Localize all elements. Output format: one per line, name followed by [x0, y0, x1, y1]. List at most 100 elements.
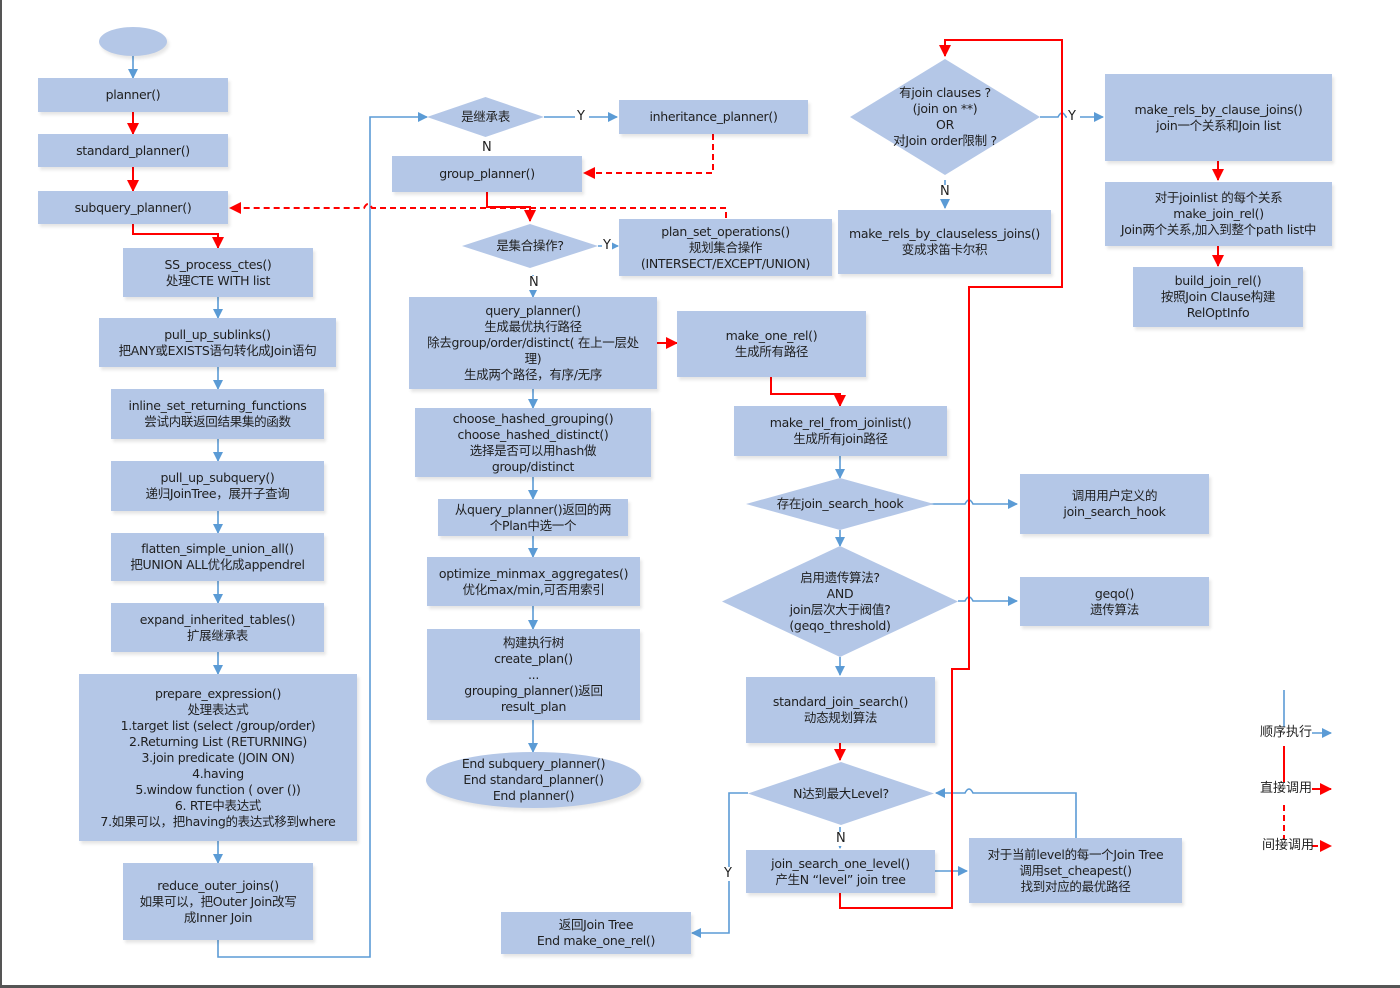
- reduce-outer-joins-node: reduce_outer_joins()如果可以，把Outer Join改写成I…: [123, 863, 313, 940]
- make-one-rel-node: make_one_rel()生成所有路径: [677, 311, 866, 377]
- node-text-line: AND: [826, 585, 854, 601]
- node-text-line: plan_set_operations(): [661, 223, 790, 239]
- node-text-line: 遗传算法: [1090, 601, 1139, 617]
- arrow-hook-to-userhook: [930, 499, 1018, 509]
- arrow-maxlevel-yes-to-return: [691, 792, 748, 938]
- subquery-planner-node: subquery_planner(): [38, 191, 228, 224]
- node-text-line: 返回Join Tree: [558, 917, 634, 932]
- node-text-line: 启用遗传算法?: [800, 569, 880, 585]
- node-text-line: build_join_rel(): [1174, 273, 1262, 288]
- edge-label-setop-yes: Y: [602, 238, 612, 253]
- node-text-line: 处理表达式: [187, 701, 249, 717]
- node-text-line: optimize_minmax_aggregates(): [438, 565, 629, 581]
- node-text-line: 动态规划算法: [803, 710, 878, 725]
- node-text-line: 优化max/min,可否用索引: [462, 581, 605, 597]
- geqo-node: geqo()遗传算法: [1020, 577, 1209, 626]
- node-text-line: Join两个关系,加入到整个path list中: [1120, 222, 1317, 237]
- call-onelevel-to-joinclauses: [839, 39, 1063, 909]
- make-rels-by-clauseless-joins-node: make_rels_by_clauseless_joins()变成求笛卡尔积: [838, 210, 1051, 274]
- node-text-line: group/distinct: [491, 458, 575, 474]
- node-text-line: OR: [936, 117, 954, 132]
- legend-sequential-label: 顺序执行: [1260, 725, 1313, 740]
- node-text-line: standard_join_search(): [772, 694, 909, 709]
- call-subquery-to-ctes: [132, 224, 224, 249]
- start-node: [99, 27, 167, 56]
- is-inherited-decision: 是继承表: [427, 97, 544, 137]
- node-text-line: 把UNION ALL优化成appendrel: [130, 557, 305, 572]
- legend-sequential-line: [1283, 690, 1331, 733]
- node-text-line: RelOptInfo: [1186, 305, 1250, 320]
- node-text-line: join层次大于阀值?: [789, 601, 891, 617]
- node-text-line: subquery_planner(): [74, 199, 192, 215]
- arrow-geqo-decision-to-geqo: [958, 596, 1018, 606]
- node-text-line: planner(): [105, 87, 161, 102]
- node-text-line: 尝试内联返回结果集的函数: [144, 414, 291, 429]
- optimize-minmax-aggregates-node: optimize_minmax_aggregates()优化max/min,可否…: [427, 557, 640, 606]
- legend-direct-call-label: 直接调用: [1260, 781, 1313, 796]
- node-text-line: make_one_rel(): [725, 328, 818, 343]
- node-text-line: 递归JoinTree，展开子查询: [145, 486, 290, 501]
- node-text-line: make_rel_from_joinlist(): [769, 415, 912, 430]
- node-text-line: SS_process_ctes(): [164, 256, 272, 272]
- node-text-line: (INTERSECT/EXCEPT/UNION): [640, 255, 811, 271]
- end-node: End subquery_planner()End standard_plann…: [426, 752, 641, 808]
- node-text-line: flatten_simple_union_all(): [141, 541, 294, 556]
- is-set-operation-decision: 是集合操作?: [462, 224, 598, 268]
- node-text-line: 对Join order限制 ?: [893, 133, 997, 148]
- frame-border-left: [0, 0, 2, 988]
- node-text-line: inheritance_planner(): [649, 109, 778, 124]
- has-join-search-hook-decision: 存在join_search_hook: [746, 478, 934, 530]
- edge-label-joinclauses-yes: Y: [1067, 109, 1077, 124]
- node-text-line: 7.如果可以，把having的表达式移到where: [100, 813, 336, 829]
- node-text-line: 生成所有join路径: [793, 431, 888, 446]
- decision-label: 是继承表: [461, 109, 510, 125]
- pull-up-sublinks-node: pull_up_sublinks()把ANY或EXISTS语句转化成Join语句: [99, 318, 336, 367]
- edge-label-inherited-no: N: [481, 140, 493, 155]
- expand-inherited-tables-node: expand_inherited_tables()扩展继承表: [111, 603, 324, 652]
- edge-label-inherited-yes: Y: [576, 109, 586, 124]
- node-text-line: join_search_hook: [1063, 504, 1166, 519]
- query-planner-node: query_planner()生成最优执行路径除去group/order/dis…: [409, 297, 657, 389]
- node-text-line: 生成最优执行路径: [484, 319, 582, 334]
- standard-join-search-node: standard_join_search()动态规划算法: [746, 677, 935, 743]
- call-onerel-to-joinlist: [770, 377, 846, 407]
- node-text-line: End standard_planner(): [463, 772, 604, 787]
- legend-indirect-call-label: 间接调用: [1262, 838, 1315, 853]
- node-text-line: End planner(): [492, 788, 575, 803]
- legend-direct-line: [1283, 746, 1331, 789]
- node-text-line: join一个关系和Join list: [1156, 117, 1281, 133]
- ss-process-ctes-node: SS_process_ctes()处理CTE WITH list: [123, 248, 313, 297]
- indirect-inheritance-to-groupplanner: [583, 134, 714, 179]
- join-search-one-level-node: join_search_one_level()产生N “level” join …: [746, 850, 935, 893]
- node-text-line: pull_up_sublinks(): [164, 326, 271, 342]
- node-text-line: make_rels_by_clauseless_joins(): [849, 226, 1040, 241]
- edge-label-maxlevel-yes: Y: [723, 866, 733, 881]
- standard-planner-node: standard_planner(): [38, 134, 228, 167]
- node-text-line: pull_up_subquery(): [160, 470, 275, 485]
- legend-lines: [1283, 690, 1331, 846]
- node-text-line: 有join clauses ?: [899, 85, 991, 100]
- node-text-line: 成Inner Join: [183, 909, 253, 925]
- arrow-setcheapest-to-maxlevel: [935, 788, 1077, 838]
- node-text-line: ...: [527, 666, 540, 682]
- node-text-line: 从query_planner()返回的两: [454, 501, 612, 517]
- node-text-line: (geqo_threshold): [789, 617, 891, 633]
- node-text-line: standard_planner(): [76, 142, 190, 158]
- node-text-line: 如果可以，把Outer Join改写: [139, 893, 297, 909]
- node-text-line: End make_one_rel(): [536, 933, 656, 948]
- node-text-line: 2.Returning List (RETURNING): [128, 733, 307, 749]
- max-level-decision: N达到最大Level?: [748, 762, 934, 825]
- node-text-line: make_join_rel(): [1173, 206, 1264, 221]
- node-text-line: 调用用户定义的: [1071, 488, 1158, 503]
- node-text-line: 变成求笛卡尔积: [901, 242, 988, 257]
- group-planner-node: group_planner(): [392, 156, 582, 192]
- node-text-line: 按照Join Clause构建: [1160, 289, 1276, 304]
